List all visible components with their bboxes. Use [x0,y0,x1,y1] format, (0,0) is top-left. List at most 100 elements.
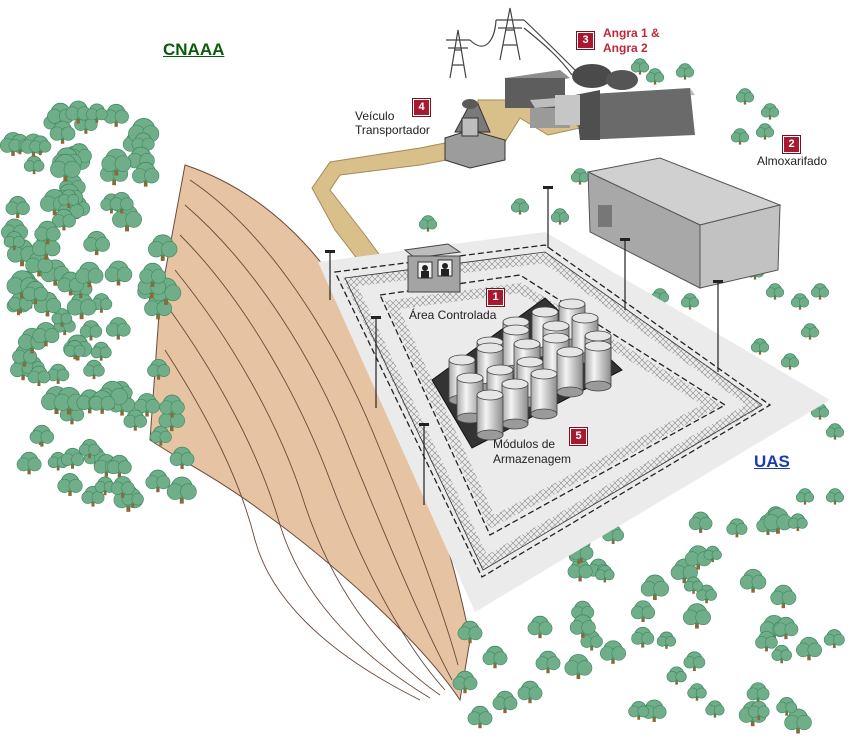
tree [47,102,74,128]
modulos-label-line2: Armazenagem [493,452,572,466]
tree [746,682,770,703]
lamp-post [543,186,553,248]
site-ground [318,232,830,612]
tree [696,584,717,604]
tree [40,189,70,216]
tree [49,120,76,144]
tree [134,393,160,417]
tree [739,568,767,593]
badge-almoxarifado: 2 [783,136,800,153]
tree [666,666,687,685]
tree [53,386,85,415]
tree [166,476,197,504]
tree [527,615,553,639]
lamp-post [325,250,335,300]
tree [75,261,104,288]
tree [149,425,172,446]
tree [79,320,103,341]
tree [169,446,195,469]
forest [0,58,845,734]
tree [773,616,799,640]
tree [22,280,49,305]
tree [550,208,570,225]
veiculo-label-line2: Transportador [355,123,430,137]
tree [106,454,132,478]
tree [34,220,61,245]
tree [83,359,105,380]
tree [780,353,800,370]
lamp-posts [325,186,723,505]
tree [64,340,86,360]
tree [570,168,590,185]
tree [569,614,596,638]
tree [110,476,135,498]
badge-modulos: 5 [570,428,587,445]
tree [631,600,656,623]
tree [492,690,518,714]
tree [595,564,615,583]
tree [810,403,830,420]
tree [418,215,438,232]
storage-cask [530,368,558,420]
tree [640,574,669,601]
tree [763,507,793,534]
tree [5,196,30,218]
tree [145,469,171,493]
tree [25,251,53,277]
tree [148,234,178,261]
storage-cask [584,340,612,392]
tree [510,198,530,215]
tree [23,155,45,175]
tree [568,540,594,563]
transport-vehicle [444,99,506,169]
guard-house [403,243,462,293]
badge-veiculo: 4 [413,99,430,116]
lamp-post [371,316,381,408]
tree [631,626,655,648]
tree [467,705,493,729]
tree [3,231,25,251]
tree [132,162,160,187]
tree [83,231,110,256]
tree [755,123,775,140]
tree [656,631,677,649]
tree [688,511,713,533]
tree [750,338,770,355]
tree [517,680,543,704]
tree [800,323,820,340]
tree [452,670,478,694]
tree [567,558,593,582]
tree [66,292,97,320]
tree [103,103,129,127]
badge-angra: 3 [577,32,594,49]
tree [765,283,785,300]
tree [600,640,626,664]
veiculo-label-line1: Veículo [355,109,395,123]
tree [580,630,603,651]
tree [16,451,42,475]
tree [788,513,808,532]
tree [755,631,778,652]
area-controlada-label: Área Controlada [409,308,497,322]
tree [683,576,704,594]
angra-label-line2: Angra 2 [603,41,648,55]
tree [771,644,792,664]
outer-fence [334,244,772,578]
tree [29,424,54,447]
tree [57,473,83,496]
lamp-post [620,238,630,310]
tree [109,191,134,214]
inner-fence [379,274,727,536]
tree [147,359,171,380]
tree [675,63,695,80]
badge-area-controlada: 1 [487,289,504,306]
tree [825,488,845,505]
modulos-label-line1: Módulos de [493,437,556,451]
tree [50,153,81,182]
tree [790,293,810,310]
tree [747,700,770,721]
tree [680,293,700,310]
uas-title: UAS [754,452,790,471]
tree [51,208,76,231]
